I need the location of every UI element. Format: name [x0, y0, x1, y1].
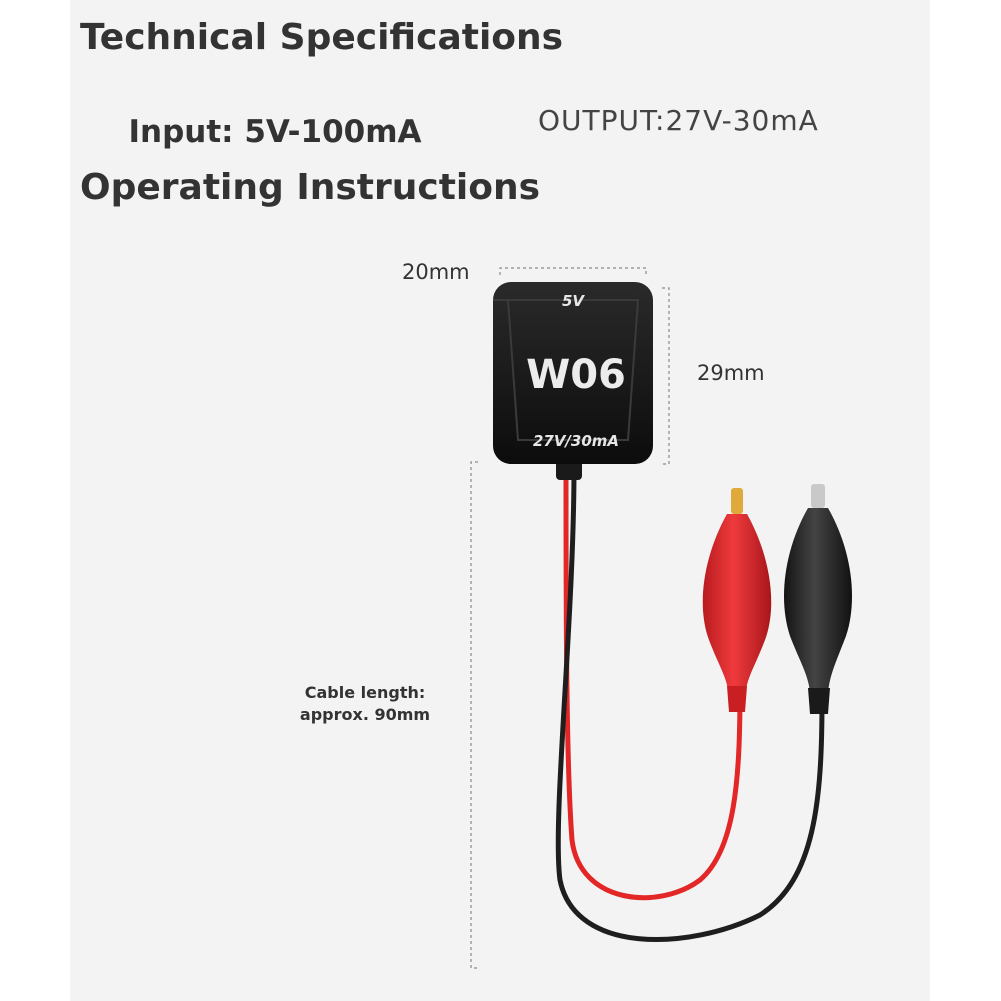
module-output-label: 27V/30mA — [533, 432, 619, 450]
black-alligator-clip — [784, 484, 852, 714]
black-clip-tip — [811, 484, 825, 508]
dimension-guides — [470, 267, 670, 969]
w06-module: 5V W06 27V/30mA — [493, 282, 653, 464]
module-body — [493, 282, 653, 464]
module-bevel — [506, 299, 640, 441]
height-dimension-label: 29mm — [697, 361, 765, 385]
input-spec: Input: 5V-100mA — [128, 114, 422, 150]
product-background-panel — [70, 0, 930, 1001]
cable-length-label: Cable length: — [304, 683, 426, 702]
wires — [555, 465, 825, 942]
cable-length-guide-line — [470, 461, 478, 969]
cable-length-value: approx. 90mm — [299, 705, 431, 724]
width-guide-line — [499, 267, 647, 275]
module-input-label: 5V — [562, 292, 585, 310]
cable-length-note: Cable length: approx. 90mm — [270, 682, 460, 726]
red-clip-tip — [731, 488, 743, 514]
red-alligator-clip — [702, 488, 772, 712]
width-dimension-label: 20mm — [402, 260, 470, 284]
black-wire — [555, 465, 825, 942]
output-spec: OUTPUT:27V-30mA — [538, 104, 819, 137]
red-wire — [563, 465, 743, 901]
height-guide-line — [662, 287, 670, 465]
module-model-label: W06 — [526, 352, 626, 398]
